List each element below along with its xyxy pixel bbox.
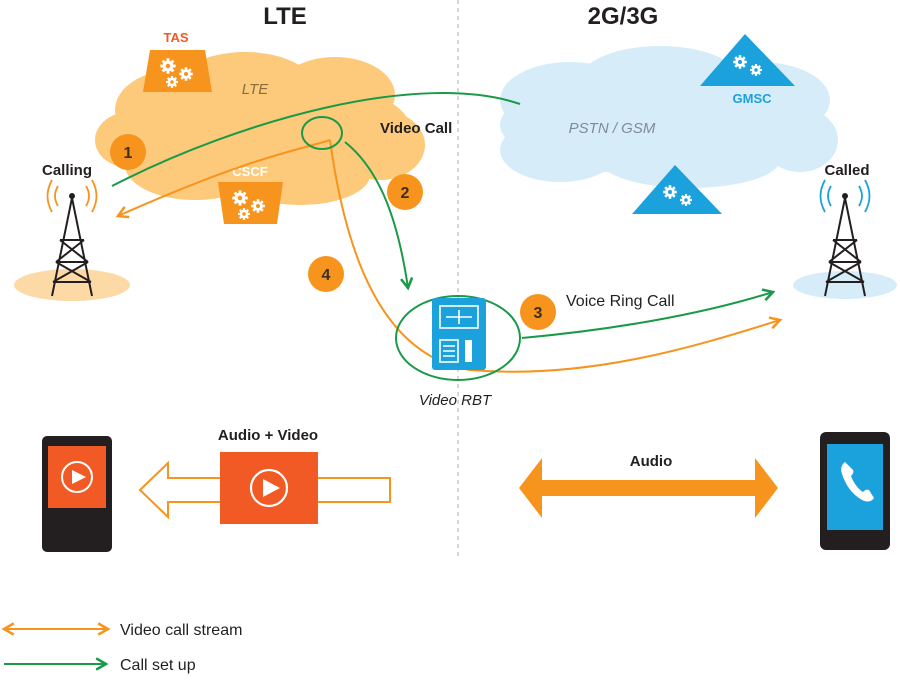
video-frame-play-circle — [249, 468, 289, 508]
cscf-node — [218, 182, 283, 224]
rbt-server-icon — [432, 298, 486, 370]
gmsc-node — [700, 34, 795, 86]
rbt-highlight-circle — [395, 295, 521, 381]
green-setup-line-to-pstn — [111, 92, 521, 187]
audio-video-label: Audio + Video — [218, 427, 318, 444]
section-title-2g3g: 2G/3G — [588, 3, 659, 30]
phone-handset-icon — [841, 462, 874, 502]
gmsc-label: GMSC — [733, 91, 773, 106]
audio-label: Audio — [630, 453, 673, 470]
section-title-lte: LTE — [263, 3, 307, 30]
play-icon — [263, 479, 280, 497]
svg-text:2: 2 — [401, 185, 410, 202]
step-badge-3: 3 — [520, 294, 556, 330]
step-badge-4: 4 — [308, 256, 344, 292]
svg-text:4: 4 — [322, 267, 331, 284]
called-label: Called — [824, 162, 869, 179]
pstn-gsm-cloud — [500, 46, 838, 188]
pstn-gsm-label: PSTN / GSM — [569, 120, 656, 137]
svg-text:1: 1 — [124, 145, 133, 162]
step-badge-1: 1 — [110, 134, 146, 170]
green-voice-ring-line — [521, 288, 776, 339]
video-call-label: Video Call — [380, 120, 452, 137]
svg-text:3: 3 — [534, 305, 543, 322]
step-badge-2: 2 — [387, 174, 423, 210]
legend: Video call stream Call set up — [1, 622, 242, 674]
cscf-label: CSCF — [232, 164, 267, 179]
calling-label: Calling — [42, 162, 92, 179]
legend-label-stream: Video call stream — [120, 622, 242, 639]
vmsc-node — [632, 165, 722, 214]
called-tower — [793, 179, 897, 299]
orange-stream-to-calling — [115, 139, 331, 219]
audio-arrow — [519, 458, 778, 518]
tas-node — [143, 50, 212, 92]
video-call-highlight — [301, 116, 343, 150]
calling-phone — [42, 436, 112, 552]
vmsc-label: VMSC — [659, 220, 697, 235]
calling-tower — [14, 179, 130, 301]
tas-label: TAS — [163, 30, 188, 45]
lte-cloud-label: LTE — [242, 81, 269, 98]
play-icon — [72, 470, 86, 484]
rbt-label: Video RBT — [419, 392, 493, 409]
legend-label-setup: Call set up — [120, 657, 196, 674]
voice-ring-call-label: Voice Ring Call — [566, 293, 675, 310]
green-setup-line-to-rbt — [344, 141, 414, 291]
